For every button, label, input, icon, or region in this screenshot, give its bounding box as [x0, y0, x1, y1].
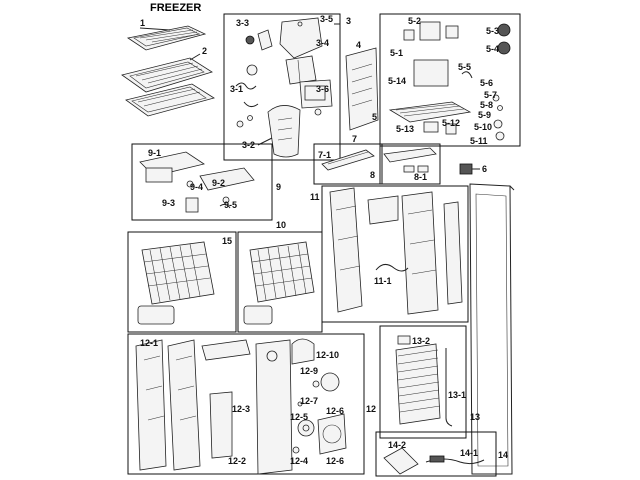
label-5-6: 5-6 [480, 78, 493, 88]
label-7-1: 7-1 [318, 150, 331, 160]
label-1: 1 [140, 18, 145, 28]
label-9-2: 9-2 [212, 178, 225, 188]
label-9-4: 9-4 [190, 182, 203, 192]
group-12-frame [127, 333, 365, 475]
label-9-1: 9-1 [148, 148, 161, 158]
label-12-7: 12-7 [300, 396, 318, 406]
cabinet-outline [469, 183, 515, 475]
basket-10 [243, 241, 315, 325]
label-9-5: 9-5 [224, 200, 237, 210]
group-11-frame [321, 185, 469, 323]
group-5-frame [379, 13, 521, 147]
ice-bucket-9 [139, 151, 255, 213]
label-12-10: 12-10 [316, 350, 339, 360]
label-5-14: 5-14 [388, 76, 406, 86]
group-9-frame [131, 143, 273, 221]
label-5-3: 5-3 [486, 26, 499, 36]
label-5-7: 5-7 [484, 90, 497, 100]
label-11: 11 [310, 192, 320, 202]
label-10: 10 [276, 220, 286, 230]
label-5-9: 5-9 [478, 110, 491, 120]
label-12-6-upper: 12-6 [326, 406, 344, 416]
label-12-6-lower: 12-6 [326, 456, 344, 466]
label-8: 8 [370, 170, 375, 180]
label-3-2: 3-2 [242, 140, 255, 150]
label-12: 12 [366, 404, 376, 414]
label-12-1: 12-1 [140, 338, 158, 348]
label-5-8: 5-8 [480, 100, 493, 110]
liner-ducts-11 [329, 187, 463, 315]
label-3: 3 [346, 16, 351, 26]
label-4: 4 [356, 40, 361, 50]
evaporator-13 [395, 335, 453, 427]
group-8-frame [379, 143, 441, 185]
label-3-4: 3-4 [316, 38, 329, 48]
label-9: 9 [276, 182, 281, 192]
label-12-3: 12-3 [232, 404, 250, 414]
shelf-2 [121, 53, 215, 117]
group-15-frame [127, 231, 237, 333]
label-5-10: 5-10 [474, 122, 492, 132]
label-5: 5 [372, 112, 377, 122]
label-5-5: 5-5 [458, 62, 471, 72]
label-3-6: 3-6 [316, 84, 329, 94]
ice-maker-assembly [235, 17, 333, 158]
label-5-12: 5-12 [442, 118, 460, 128]
duct-7 [321, 149, 375, 171]
label-3-1: 3-1 [230, 84, 243, 94]
label-11-1: 11-1 [374, 276, 392, 286]
group-14-frame [375, 431, 497, 477]
label-12-4: 12-4 [290, 456, 308, 466]
label-6: 6 [482, 164, 487, 174]
label-5-11: 5-11 [470, 136, 488, 146]
label-13-2: 13-2 [412, 336, 430, 346]
group-13-frame [379, 325, 467, 439]
group-3-frame [223, 13, 341, 161]
fan-assembly [388, 21, 511, 141]
label-14-1: 14-1 [460, 448, 478, 458]
label-7: 7 [352, 134, 357, 144]
label-15: 15 [222, 236, 232, 246]
label-9-3: 9-3 [162, 198, 175, 208]
basket-15 [137, 241, 215, 325]
duct-8 [383, 147, 437, 173]
label-5-2: 5-2 [408, 16, 421, 26]
label-5-4: 5-4 [486, 44, 499, 54]
label-5-1: 5-1 [390, 48, 403, 58]
label-8-1: 8-1 [414, 172, 427, 182]
label-3-5: 3-5 [320, 14, 333, 24]
label-12-9: 12-9 [300, 366, 318, 376]
cover-panel-4 [345, 47, 379, 131]
label-12-2: 12-2 [228, 456, 246, 466]
shelf-1 [126, 25, 207, 51]
label-14: 14 [498, 450, 508, 460]
label-12-5: 12-5 [290, 412, 308, 422]
diagram-title: FREEZER [150, 2, 201, 14]
label-13: 13 [470, 412, 480, 422]
label-2: 2 [202, 46, 207, 56]
group-7-frame [313, 143, 383, 185]
drain-heater-14 [383, 447, 485, 475]
label-13-1: 13-1 [448, 390, 466, 400]
part-6 [459, 163, 473, 175]
label-5-13: 5-13 [396, 124, 414, 134]
label-3-3: 3-3 [236, 18, 249, 28]
label-14-2: 14-2 [388, 440, 406, 450]
rear-panels-12 [135, 338, 347, 475]
